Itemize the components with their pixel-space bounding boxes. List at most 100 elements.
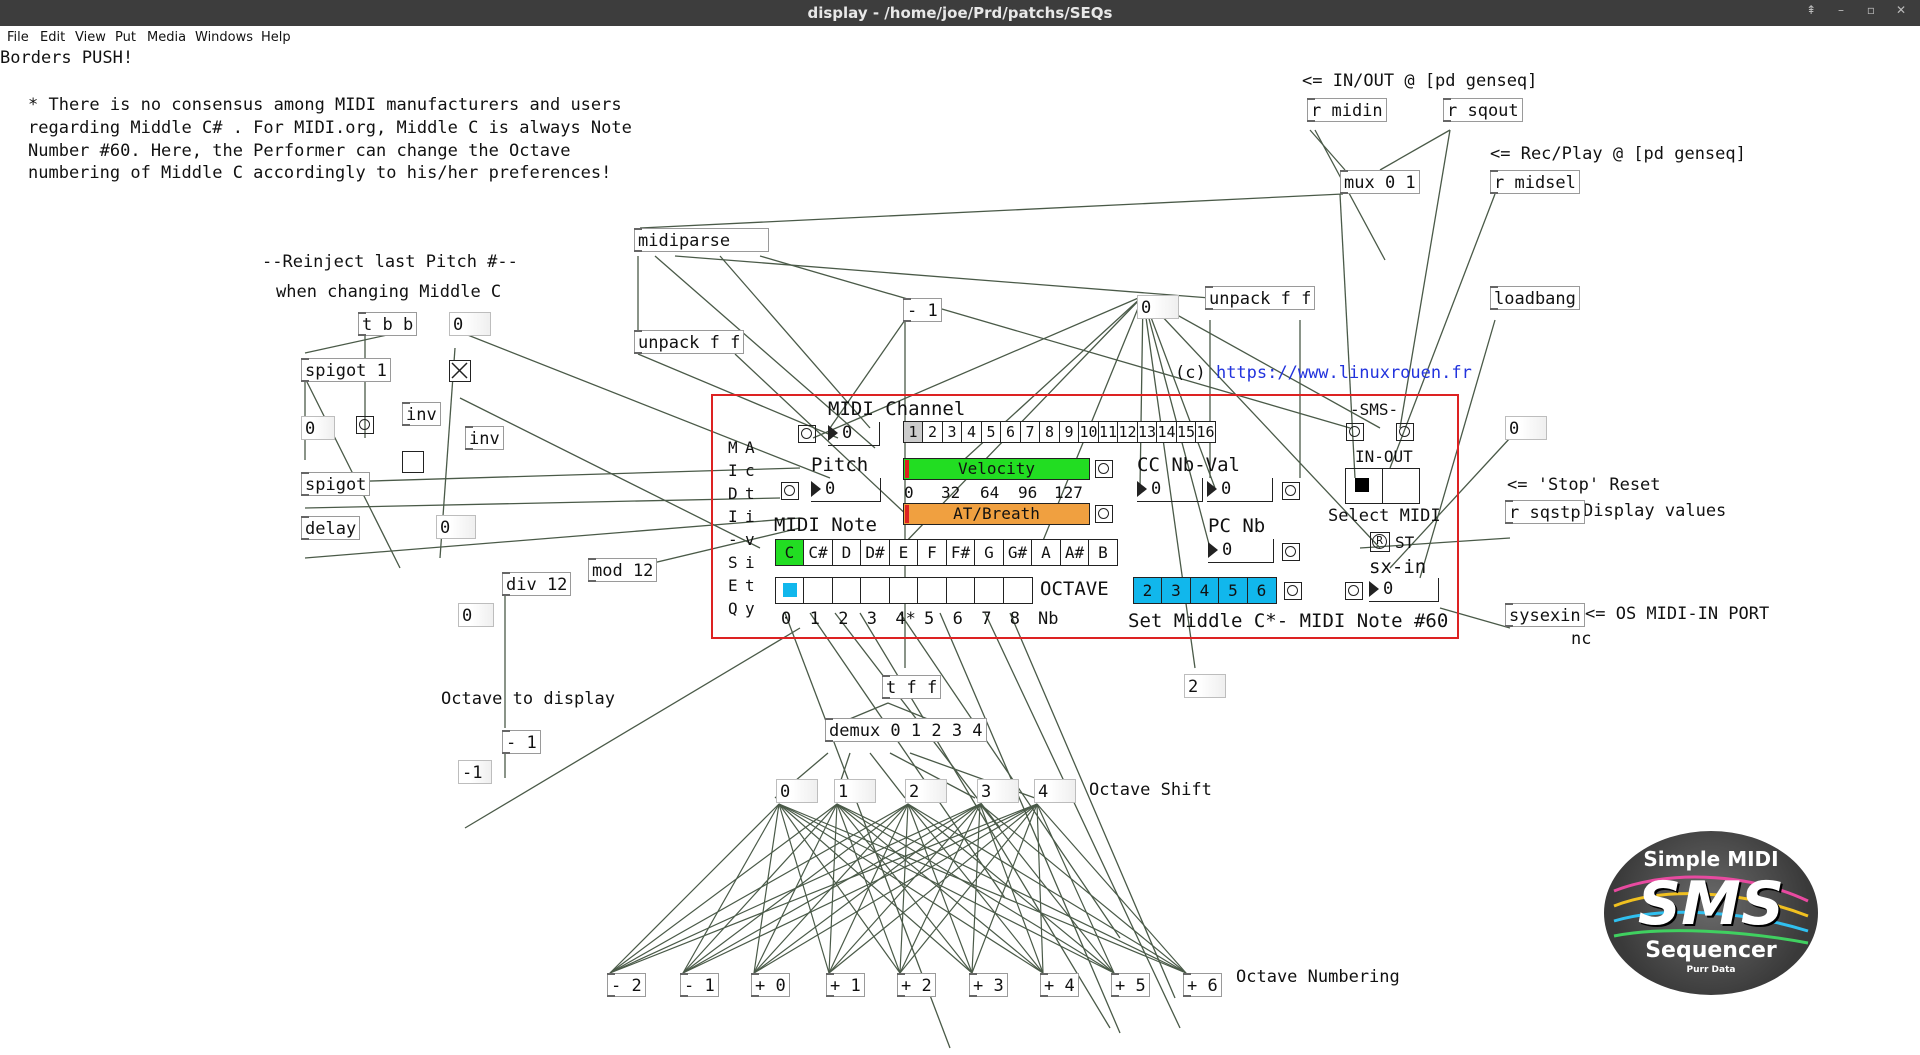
website-link[interactable]: https://www.linuxrouen.fr	[1215, 363, 1472, 383]
channel-cell-16[interactable]: 16	[1195, 421, 1216, 443]
channel-cell-6[interactable]: 6	[1000, 421, 1021, 443]
number-box-two[interactable]: 2	[1184, 674, 1226, 698]
velocity-slider[interactable]: Velocity	[903, 458, 1090, 480]
octave-cell-2[interactable]	[831, 577, 862, 604]
r-midsel-object[interactable]: r midsel	[1490, 170, 1580, 194]
inout-out[interactable]	[1383, 468, 1420, 504]
octave-cell-3[interactable]	[860, 577, 890, 604]
menu-put[interactable]: Put	[115, 30, 136, 45]
numbering-msg-0[interactable]: - 2	[607, 973, 646, 997]
middle-c-cell-2[interactable]: 2	[1132, 577, 1163, 604]
inv-object-1[interactable]: inv	[402, 402, 441, 426]
at-breath-slider[interactable]: AT/Breath	[903, 503, 1090, 525]
channel-cell-10[interactable]: 10	[1078, 421, 1099, 443]
octave-radio[interactable]	[774, 577, 1033, 604]
toggle-x[interactable]	[449, 360, 471, 382]
div-12-object[interactable]: div 12	[502, 572, 572, 596]
number-box-div[interactable]: 0	[458, 603, 494, 627]
octave-cell-7[interactable]	[974, 577, 1004, 604]
note-cell-7[interactable]: G	[974, 539, 1004, 566]
numbering-msg-8[interactable]: + 6	[1183, 973, 1222, 997]
octave-cell-4[interactable]	[888, 577, 919, 604]
note-cell-3[interactable]: D#	[860, 539, 890, 566]
channel-cell-11[interactable]: 11	[1097, 421, 1119, 443]
shift-number-1[interactable]: 1	[834, 779, 876, 803]
channel-cell-8[interactable]: 8	[1039, 421, 1060, 443]
sms-bang-right[interactable]	[1396, 423, 1414, 441]
velocity-bang[interactable]	[1095, 460, 1113, 478]
sx-bang[interactable]	[1345, 582, 1363, 600]
pitch-bang[interactable]	[781, 482, 799, 500]
note-cell-6[interactable]: F#	[945, 539, 976, 566]
note-cell-5[interactable]: F	[917, 539, 947, 566]
middle-c-cell-4[interactable]: 4	[1189, 577, 1220, 604]
note-cell-10[interactable]: A#	[1059, 539, 1090, 566]
channel-number[interactable]: 0	[828, 422, 880, 446]
cc-bang[interactable]	[1282, 482, 1300, 500]
note-cell-9[interactable]: A	[1031, 539, 1061, 566]
channel-bang[interactable]	[798, 425, 816, 443]
middle-c-cell-6[interactable]: 6	[1246, 577, 1277, 604]
at-breath-bang[interactable]	[1095, 505, 1113, 523]
octave-cell-8[interactable]	[1002, 577, 1033, 604]
octave-cell-1[interactable]	[803, 577, 833, 604]
sysexin-object[interactable]: sysexin	[1505, 603, 1585, 627]
note-cell-1[interactable]: C#	[803, 539, 833, 566]
menu-edit[interactable]: Edit	[40, 30, 66, 45]
shift-number-4[interactable]: 4	[1034, 779, 1076, 803]
number-box-delay[interactable]: 0	[436, 515, 476, 539]
octave-cell-0[interactable]	[774, 577, 805, 604]
delay-object[interactable]: delay	[301, 516, 361, 540]
number-box-right[interactable]: 0	[1505, 416, 1547, 440]
unpack-object-1[interactable]: unpack f f	[634, 330, 745, 354]
channel-cell-15[interactable]: 15	[1175, 421, 1197, 443]
patch-canvas[interactable]: Borders PUSH! * There is no consensus am…	[0, 48, 1920, 1055]
inout-toggle[interactable]	[1345, 468, 1420, 504]
channel-cell-2[interactable]: 2	[922, 421, 943, 443]
demux-object[interactable]: demux 0 1 2 3 4	[825, 718, 987, 742]
maximize-icon[interactable]: ▫	[1866, 3, 1876, 17]
pitch-number[interactable]: 0	[811, 478, 881, 502]
channel-cell-7[interactable]: 7	[1019, 421, 1041, 443]
note-cell-4[interactable]: E	[888, 539, 919, 566]
channel-cell-4[interactable]: 4	[961, 421, 982, 443]
midiparse-object[interactable]: midiparse	[634, 228, 769, 252]
middle-c-cell-3[interactable]: 3	[1161, 577, 1191, 604]
spigot-one-object[interactable]: spigot 1	[301, 358, 391, 382]
number-box-top[interactable]: 0	[1137, 295, 1179, 319]
note-cell-11[interactable]: B	[1088, 539, 1118, 566]
channel-cell-13[interactable]: 13	[1136, 421, 1158, 443]
inout-in[interactable]	[1345, 468, 1383, 504]
channel-cell-12[interactable]: 12	[1117, 421, 1138, 443]
channel-cell-5[interactable]: 5	[980, 421, 1002, 443]
note-cell-8[interactable]: G#	[1002, 539, 1033, 566]
r-midin-object[interactable]: r midin	[1307, 98, 1387, 122]
pc-number[interactable]: 0	[1208, 539, 1274, 563]
shift-number-2[interactable]: 2	[905, 779, 947, 803]
minus-one-object[interactable]: - 1	[903, 298, 942, 322]
toggle-empty[interactable]	[402, 451, 424, 473]
channel-cell-3[interactable]: 3	[941, 421, 963, 443]
numbering-msg-4[interactable]: + 2	[897, 973, 936, 997]
channel-cell-14[interactable]: 14	[1156, 421, 1177, 443]
menu-help[interactable]: Help	[261, 30, 291, 45]
numbering-msg-6[interactable]: + 4	[1040, 973, 1079, 997]
r-bang[interactable]: R	[1370, 532, 1390, 552]
pc-bang[interactable]	[1282, 543, 1300, 561]
r-sqstp-object[interactable]: r sqstp	[1505, 500, 1585, 524]
t-f-f-object[interactable]: t f f	[882, 675, 942, 699]
mux-object[interactable]: mux 0 1	[1340, 170, 1420, 194]
octave-cell-5[interactable]	[917, 577, 947, 604]
note-cell-0[interactable]: C	[774, 539, 805, 566]
channel-cell-1[interactable]: 1	[902, 421, 924, 443]
number-box-left[interactable]: 0	[301, 416, 335, 440]
cc-value[interactable]: 0	[1207, 478, 1273, 502]
shift-number-0[interactable]: 0	[776, 779, 818, 803]
middle-c-cell-5[interactable]: 5	[1218, 577, 1248, 604]
octave-cell-6[interactable]	[945, 577, 976, 604]
numbering-msg-2[interactable]: + 0	[751, 973, 790, 997]
bang-b[interactable]	[356, 416, 374, 434]
cc-number[interactable]: 0	[1137, 478, 1203, 502]
